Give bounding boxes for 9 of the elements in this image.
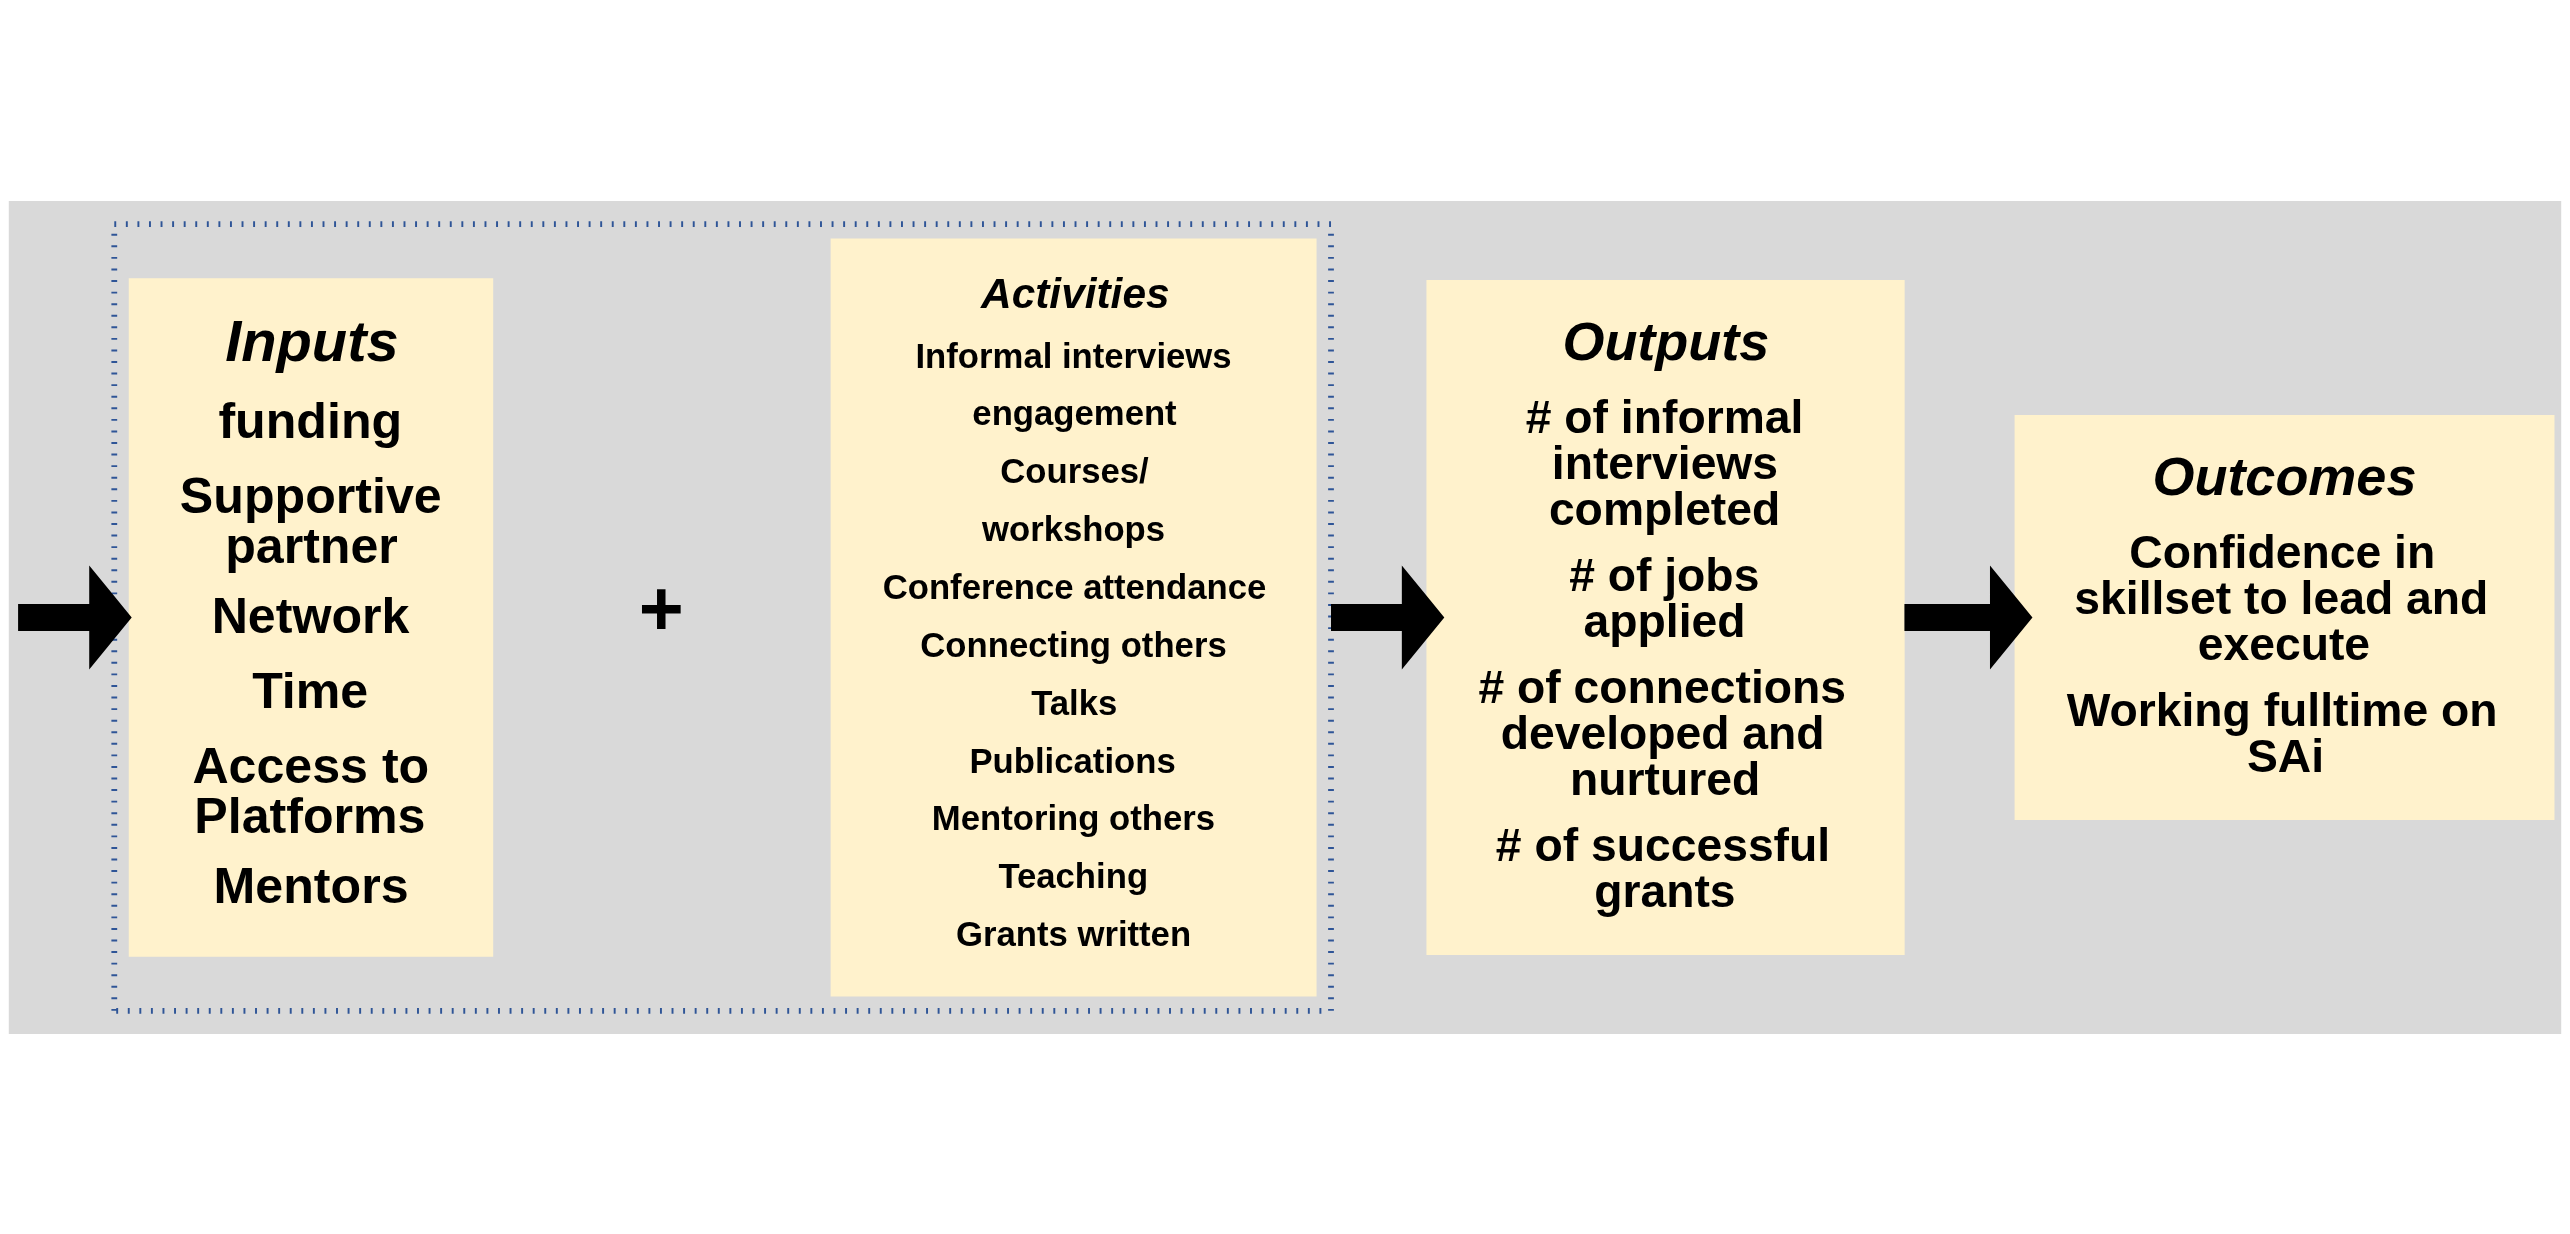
label: + [638,564,684,651]
node-box: Activities Informal interviews engagement Courses/ workshops Conference attendance Connecting others Talks Publications Mentoring others Teaching Grants written [830,238,1317,996]
arrow [1904,564,2033,670]
node-box: Inputs funding Supportive partner Network Time Access to Platforms Mentors [128,277,494,957]
node-box: Outcomes Confidence in skillset to lead and execute Working fulltime on SAi [2014,414,2555,820]
arrow [1331,564,1445,670]
cluster [111,220,1334,1014]
arrow [18,564,132,670]
node-box: Outputs # of informal interviews completed # of jobs applied # of connections developed and nurtured # of successful grants [1426,279,1905,955]
